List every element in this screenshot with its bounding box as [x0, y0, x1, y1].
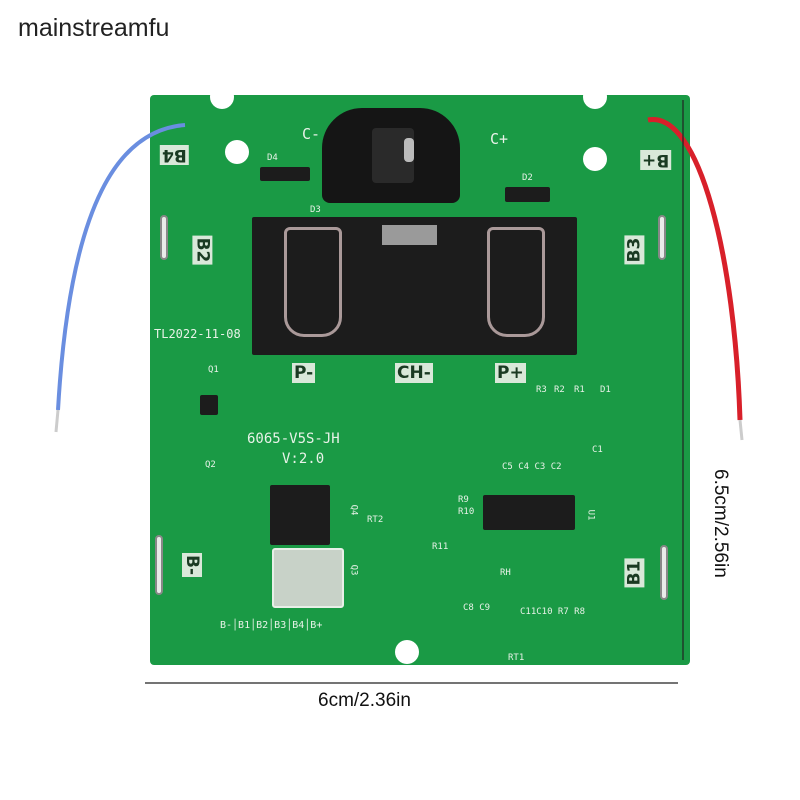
width-dimension: 6cm/2.36in	[318, 690, 411, 711]
label-rh: RH	[500, 568, 511, 578]
label-r10: R10	[458, 507, 475, 517]
solder-slot	[160, 215, 168, 260]
mount-hole	[583, 95, 607, 109]
label-r9: R9	[458, 495, 469, 505]
diode-d2	[505, 187, 550, 202]
label-d2: D2	[522, 173, 533, 183]
label-rt1: RT1	[508, 653, 525, 663]
negative-wire	[56, 123, 186, 411]
label-q2: Q2	[205, 460, 216, 470]
mount-hole	[225, 140, 249, 164]
mosfet-q4	[270, 485, 330, 545]
height-dimension: 6.5cm/2.56in	[710, 469, 731, 578]
mosfet-q3	[272, 548, 344, 608]
label-rt2: RT2	[367, 515, 384, 525]
mount-hole	[395, 640, 419, 664]
connector-label-pplus: P+	[495, 363, 526, 383]
version: V:2.0	[282, 451, 325, 467]
label-r1: R1	[574, 385, 585, 395]
label-c1: C1	[592, 445, 603, 455]
positive-wire	[647, 117, 743, 421]
label-d4: D4	[267, 153, 278, 163]
label-capacitors: C5 C4 C3 C2	[502, 462, 562, 472]
bms-chip	[483, 495, 575, 530]
connector-label-chminus: CH-	[395, 363, 433, 383]
wire-tip	[738, 419, 744, 441]
jack-label-cplus: C+	[490, 130, 509, 148]
wire-tip	[54, 409, 60, 433]
connector-label-pminus: P-	[292, 363, 316, 383]
cell-chain: B-│B1│B2│B3│B4│B+	[220, 620, 323, 631]
label-c11-r8: C11C10 R7 R8	[520, 607, 586, 617]
label-q1: Q1	[208, 365, 219, 375]
date-code: TL2022-11-08	[154, 327, 241, 341]
battery-connector	[252, 217, 577, 355]
watermark: mainstreamfu	[18, 14, 170, 42]
solder-slot	[660, 545, 668, 600]
dc-jack	[322, 108, 460, 203]
pcb-board: B4 B2 B3 B+ B- B1 C- C+ P- CH- P+ TL2022…	[150, 95, 690, 665]
diode-d3	[260, 167, 310, 181]
mount-hole	[210, 95, 234, 109]
label-c8-c9: C8 C9	[463, 603, 491, 613]
transistor-q1	[200, 395, 218, 415]
label-d1: D1	[600, 385, 611, 395]
label-r2: R2	[554, 385, 565, 395]
label-d3: D3	[310, 205, 321, 215]
solder-slot	[155, 535, 163, 595]
model-number: 6065-V5S-JH	[247, 431, 340, 447]
label-r3: R3	[536, 385, 547, 395]
solder-slot	[658, 215, 666, 260]
mount-hole	[583, 147, 607, 171]
jack-label-cminus: C-	[302, 125, 321, 143]
label-r11: R11	[432, 542, 449, 552]
